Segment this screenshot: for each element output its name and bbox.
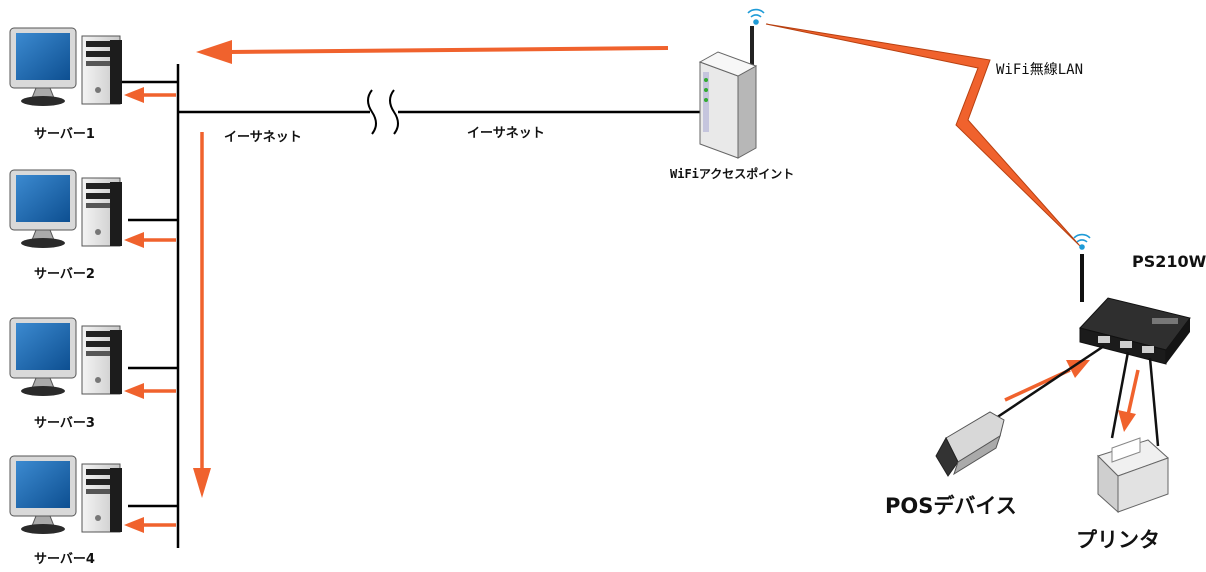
server-1 xyxy=(9,27,123,107)
ethernet-label-right: イーサネット xyxy=(467,126,545,141)
pos-device-label: POSデバイス xyxy=(885,494,1017,518)
device-cables xyxy=(989,344,1160,447)
server-label-4: サーバー4 xyxy=(34,552,95,567)
printer-device xyxy=(1097,437,1169,514)
ethernet-label-left: イーサネット xyxy=(224,130,302,145)
access-point-label: WiFiアクセスポイント xyxy=(670,167,795,181)
printer-label: プリンタ xyxy=(1076,528,1160,552)
server-2 xyxy=(9,169,123,249)
ethernet-bus xyxy=(122,64,700,548)
cable-break-icon xyxy=(367,89,399,135)
wifi-access-point xyxy=(698,26,758,159)
wifi-lan-label: WiFi無線LAN xyxy=(996,62,1084,78)
server-label-3: サーバー3 xyxy=(34,416,95,431)
server-label-2: サーバー2 xyxy=(34,267,95,282)
wifi-signal-icon xyxy=(747,8,765,25)
wifi-link-bolt xyxy=(765,23,1081,247)
server-3 xyxy=(9,317,123,397)
data-flow-arrows xyxy=(124,40,1140,533)
server-4 xyxy=(9,455,123,535)
wifi-signal-icon-device xyxy=(1073,233,1091,250)
ps210w-label: PS210W xyxy=(1132,252,1206,271)
ps210w-device xyxy=(1079,254,1191,365)
pos-scanner xyxy=(935,411,1005,477)
server-label-1: サーバー1 xyxy=(34,127,95,142)
